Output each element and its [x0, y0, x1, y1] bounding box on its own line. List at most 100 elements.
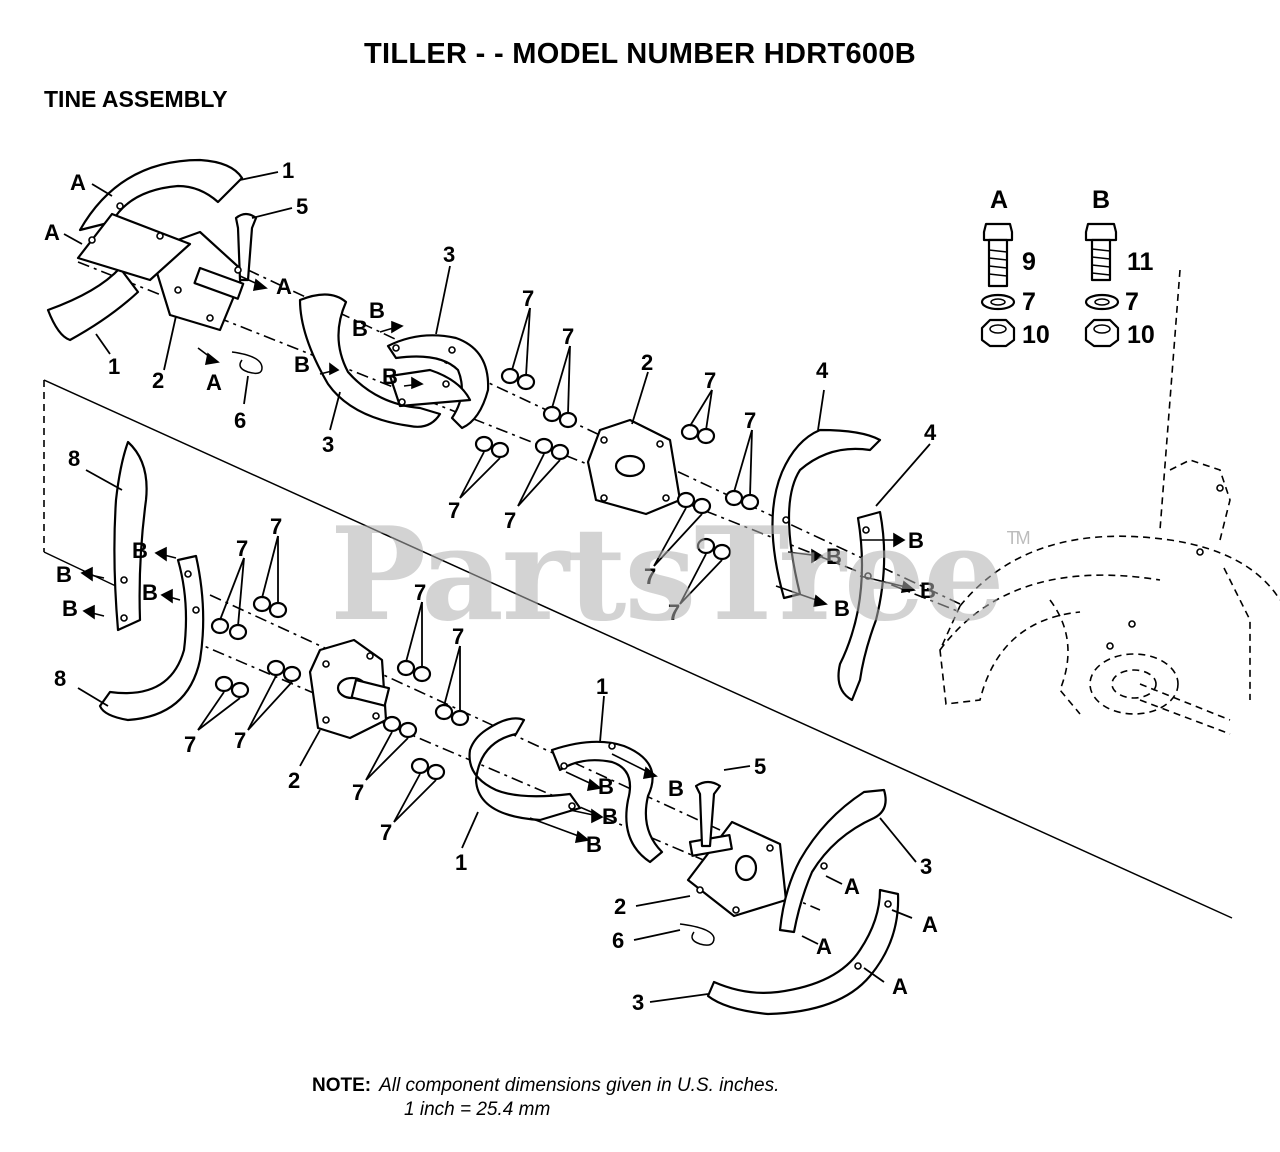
legend-a-washer-number: 7: [1022, 288, 1036, 316]
label-part-7: 7: [562, 324, 574, 349]
callout-labels: 1 5 1 2 6 A A A A 3 3 B B B B 7 7 7 7 2 …: [44, 158, 938, 1015]
section-subtitle: TINE ASSEMBLY: [44, 86, 228, 112]
label-part-7: 7: [668, 600, 680, 625]
label-ref-b: B: [908, 528, 924, 553]
legend-b-nut-number: 10: [1127, 321, 1155, 349]
label-part-7: 7: [504, 508, 516, 533]
tine-part-1-upper: [78, 158, 244, 232]
bolt-icon-b: [1084, 222, 1118, 282]
label-ref-b: B: [369, 298, 385, 323]
upper-center-tines-part-3: [298, 293, 490, 430]
hairpin-part-6-upper: [231, 351, 263, 375]
label-ref-b: B: [834, 596, 850, 621]
label-part-7: 7: [644, 564, 656, 589]
label-part-7: 7: [452, 624, 464, 649]
label-ref-a: A: [922, 912, 938, 937]
label-part-2: 2: [152, 368, 164, 393]
label-ref-a: A: [44, 220, 60, 245]
label-part-3: 3: [322, 432, 334, 457]
label-ref-b: B: [142, 580, 158, 605]
legend-letter-a: A: [990, 186, 1008, 214]
lower-hub-assembly: [308, 638, 391, 740]
label-part-7: 7: [448, 498, 460, 523]
note-block: NOTE: All component dimensions given in U…: [312, 1074, 780, 1120]
label-ref-b: B: [602, 804, 618, 829]
label-part-2: 2: [614, 894, 626, 919]
clevis-pin-part-5-lower: [694, 780, 722, 848]
label-ref-b: B: [668, 776, 684, 801]
tine-part-4-left: [771, 428, 882, 600]
hardware-legend: A 9 7 10 B: [980, 186, 1155, 349]
label-part-7: 7: [270, 514, 282, 539]
label-part-3: 3: [443, 242, 455, 267]
bracket-left: [76, 212, 192, 282]
note-label: NOTE:: [312, 1075, 372, 1096]
label-part-1: 1: [282, 158, 294, 183]
label-part-7: 7: [522, 286, 534, 311]
tine-part-3-right-lower: [706, 888, 900, 1016]
label-ref-a: A: [276, 274, 292, 299]
legend-a-nut-number: 10: [1022, 321, 1050, 349]
label-ref-a: A: [206, 370, 222, 395]
tine-part-4-right: [837, 510, 886, 702]
label-part-3: 3: [920, 854, 932, 879]
bolt-icon-a: [982, 222, 1014, 288]
nut-icon-b: [1084, 318, 1120, 348]
tiller-housing-outline: [939, 269, 1280, 735]
label-part-2: 2: [641, 350, 653, 375]
label-part-7: 7: [380, 820, 392, 845]
label-ref-b: B: [826, 544, 842, 569]
tine-part-1-lower: [46, 266, 140, 342]
label-ref-a: A: [844, 874, 860, 899]
hub-tube-left: [193, 266, 245, 300]
label-ref-b: B: [132, 538, 148, 563]
nut-icon-a: [980, 318, 1016, 348]
hairpin-part-6-lower: [679, 923, 715, 946]
note-line-1: All component dimensions given in U.S. i…: [379, 1075, 780, 1096]
legend-b-washer-number: 7: [1125, 288, 1139, 316]
lower-right-tine-group: [679, 780, 900, 1016]
reference-arrows: [80, 275, 916, 843]
legend-a-bolt-number: 9: [1022, 248, 1036, 276]
lock-washers-part-7: [210, 367, 760, 781]
label-part-8: 8: [68, 446, 80, 471]
label-part-7: 7: [352, 780, 364, 805]
lower-left-tines-part-8: [98, 440, 205, 722]
label-part-5: 5: [754, 754, 766, 779]
label-ref-b: B: [920, 578, 936, 603]
upper-left-tine-group: [46, 158, 263, 375]
legend-letter-b: B: [1092, 186, 1110, 214]
note-line-2: 1 inch = 25.4 mm: [404, 1099, 551, 1120]
label-part-6: 6: [612, 928, 624, 953]
label-ref-b: B: [62, 596, 78, 621]
label-part-1: 1: [596, 674, 608, 699]
label-part-7: 7: [184, 732, 196, 757]
label-ref-a: A: [892, 974, 908, 999]
label-part-7: 7: [414, 580, 426, 605]
lower-center-tines-part-1: [468, 717, 664, 864]
label-ref-b: B: [586, 832, 602, 857]
label-ref-b: B: [56, 562, 72, 587]
lockwasher-icon-a: [980, 293, 1016, 311]
label-part-1: 1: [108, 354, 120, 379]
label-part-3: 3: [632, 990, 644, 1015]
upper-hub-assembly: [586, 418, 886, 702]
label-part-7: 7: [704, 368, 716, 393]
label-part-1: 1: [455, 850, 467, 875]
legend-b-bolt-number: 11: [1127, 248, 1154, 276]
clevis-pin-part-5-upper: [234, 212, 258, 282]
label-ref-b: B: [294, 352, 310, 377]
label-part-4: 4: [816, 358, 829, 383]
label-part-7: 7: [236, 536, 248, 561]
label-part-8: 8: [54, 666, 66, 691]
label-part-6: 6: [234, 408, 246, 433]
label-ref-a: A: [816, 934, 832, 959]
label-part-7: 7: [234, 728, 246, 753]
label-part-5: 5: [296, 194, 308, 219]
label-ref-b: B: [382, 364, 398, 389]
label-part-4: 4: [924, 420, 937, 445]
label-ref-b: B: [598, 774, 614, 799]
label-part-2: 2: [288, 768, 300, 793]
